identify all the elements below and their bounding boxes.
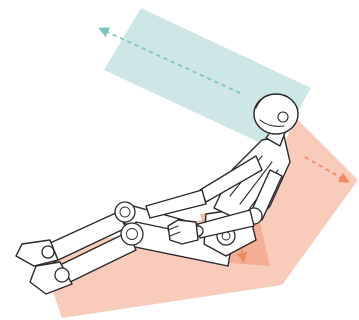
far-ankle-joint bbox=[42, 246, 54, 258]
far-forearm bbox=[146, 190, 206, 218]
near-ankle-joint bbox=[55, 268, 69, 282]
lower-body-plane bbox=[38, 118, 358, 318]
near-knee-joint bbox=[121, 223, 143, 245]
hand bbox=[168, 220, 198, 244]
far-knee-joint bbox=[115, 202, 135, 222]
